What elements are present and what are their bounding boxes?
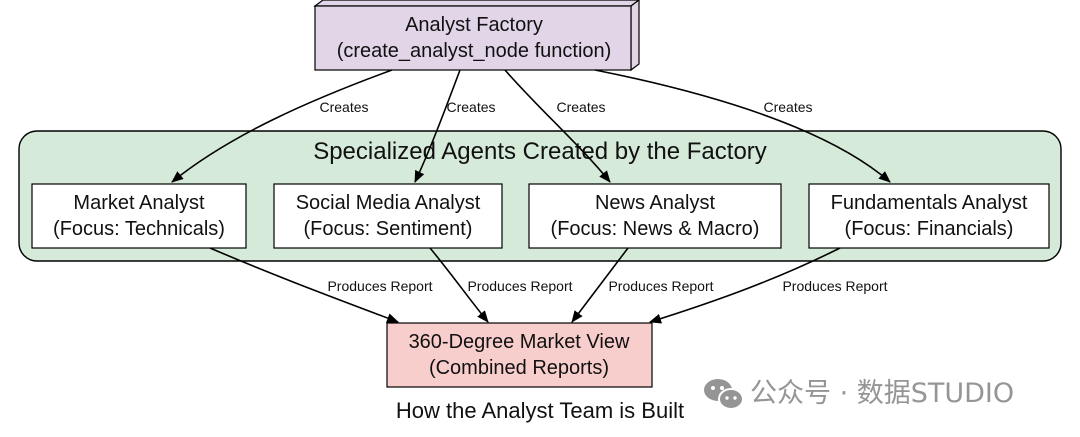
agent-node-social-focus: (Focus: Sentiment): [304, 218, 473, 240]
agent-node-social-title: Social Media Analyst: [296, 192, 481, 214]
output-node: 360-Degree Market View (Combined Reports…: [386, 322, 653, 388]
output-node-box: [386, 322, 653, 388]
watermark-text: 公众号 · 数据STUDIO: [750, 378, 1014, 409]
creates-label-social: Creates: [446, 99, 495, 115]
factory-node-box: [314, 5, 632, 71]
factory-node-side-face: [630, 0, 640, 72]
produces-label-market: Produces Report: [327, 278, 432, 294]
agent-node-news: News Analyst (Focus: News & Macro): [528, 183, 782, 249]
wechat-icon: [704, 379, 744, 410]
factory-node-subtitle: (create_analyst_node function): [337, 40, 612, 62]
agent-node-fundamentals-box: [808, 183, 1050, 249]
produces-edge-market: [209, 247, 399, 323]
diagram-caption: How the Analyst Team is Built: [396, 398, 684, 423]
agent-node-market-box: [31, 183, 247, 249]
agent-node-market: Market Analyst (Focus: Technicals): [31, 183, 247, 249]
watermark: 公众号 · 数据STUDIO: [704, 378, 1014, 410]
factory-node-title: Analyst Factory: [405, 14, 543, 36]
creates-edge-social: [414, 69, 461, 183]
creates-label-fundamentals: Creates: [763, 99, 812, 115]
agent-node-fundamentals-title: Fundamentals Analyst: [831, 192, 1028, 214]
agent-node-news-focus: (Focus: News & Macro): [551, 218, 760, 240]
agent-node-market-title: Market Analyst: [73, 192, 205, 214]
factory-node-top-face: [313, 0, 640, 7]
produces-edge-news: [571, 247, 629, 323]
creates-edge-market: [171, 69, 393, 183]
produces-label-social: Produces Report: [467, 278, 572, 294]
creates-label-market: Creates: [319, 99, 368, 115]
agent-node-news-title: News Analyst: [595, 192, 715, 214]
creates-edge-news: [504, 69, 611, 183]
output-node-subtitle: (Combined Reports): [429, 357, 609, 379]
produces-label-fundamentals: Produces Report: [782, 278, 887, 294]
agent-node-market-focus: (Focus: Technicals): [53, 218, 225, 240]
creates-edges: Creates Creates Creates Creates: [171, 69, 891, 183]
agent-node-fundamentals: Fundamentals Analyst (Focus: Financials): [808, 183, 1050, 249]
produces-edge-social: [429, 247, 489, 323]
creates-edge-fundamentals: [594, 69, 891, 183]
produces-edge-fundamentals: [649, 247, 841, 324]
produces-edges: Produces Report Produces Report Produces…: [209, 247, 888, 324]
agent-node-social-box: [273, 183, 503, 249]
agent-node-social: Social Media Analyst (Focus: Sentiment): [273, 183, 503, 249]
agents-cluster-label: Specialized Agents Created by the Factor…: [313, 138, 767, 165]
produces-label-news: Produces Report: [608, 278, 713, 294]
output-node-title: 360-Degree Market View: [409, 331, 630, 353]
creates-label-news: Creates: [556, 99, 605, 115]
agent-node-fundamentals-focus: (Focus: Financials): [845, 218, 1014, 240]
agent-node-news-box: [528, 183, 782, 249]
factory-node: Analyst Factory (create_analyst_node fun…: [313, 0, 640, 72]
